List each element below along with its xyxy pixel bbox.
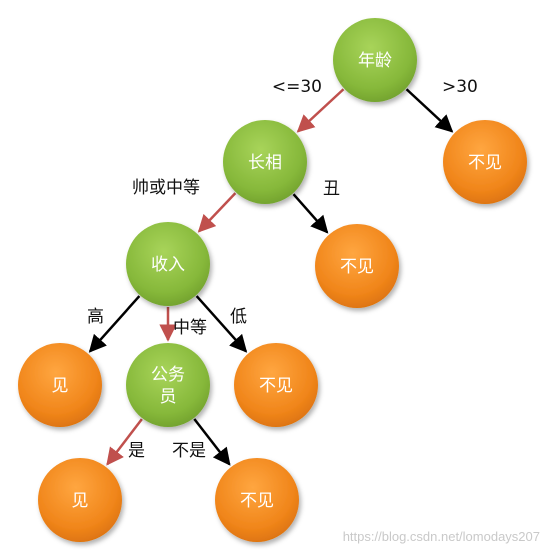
- node-label-yes_1: 见: [52, 376, 69, 396]
- edge-label-income-to-civil: 中等: [173, 318, 207, 338]
- node-circle-no_1: [443, 120, 527, 204]
- edge-label-income-to-yes_1: 高: [87, 307, 104, 327]
- edge-label-looks-to-income: 帅或中等: [132, 178, 200, 198]
- node-label-no_4: 不见: [240, 491, 274, 511]
- node-circle-civil: [126, 343, 210, 427]
- node-label-yes_2: 见: [72, 491, 89, 511]
- node-circle-no_2: [315, 224, 399, 308]
- edge-looks-to-income: [197, 192, 237, 233]
- leaf-node-no_1: 不见: [443, 120, 527, 204]
- node-label-age: 年龄: [358, 51, 392, 71]
- node-circle-age: [333, 18, 417, 102]
- node-circle-looks: [223, 120, 307, 204]
- edge-label-income-to-no_3: 低: [230, 307, 247, 327]
- watermark: https://blog.csdn.net/lomodays207: [342, 529, 540, 544]
- node-label-looks: 长相: [248, 153, 282, 173]
- node-label-income: 收入: [151, 255, 185, 275]
- edge-looks-to-no_2: [292, 193, 329, 234]
- decision-node-looks: 长相: [223, 120, 307, 204]
- edge-age-to-looks: [296, 88, 345, 133]
- node-label-civil-1: 员: [160, 387, 177, 407]
- edge-label-age-to-no_1: >30: [442, 77, 478, 97]
- edges-layer: [88, 88, 454, 466]
- edge-age-to-no_1: [405, 88, 454, 133]
- leaf-node-no_3: 不见: [234, 343, 318, 427]
- node-label-no_1: 不见: [468, 153, 502, 173]
- decision-node-income: 收入: [126, 222, 210, 306]
- leaf-node-no_4: 不见: [215, 458, 299, 542]
- node-circle-yes_2: [38, 458, 122, 542]
- leaf-node-yes_2: 见: [38, 458, 122, 542]
- edge-label-civil-to-no_4: 不是: [172, 441, 206, 461]
- edge-income-to-no_3: [195, 295, 248, 353]
- nodes-layer: 年龄不见长相不见收入见公务员不见见不见: [18, 18, 527, 542]
- decision-node-age: 年龄: [333, 18, 417, 102]
- node-label-no_3: 不见: [259, 376, 293, 396]
- edge-income-to-yes_1: [88, 295, 141, 353]
- node-circle-yes_1: [18, 343, 102, 427]
- node-label-civil-0: 公务: [151, 365, 185, 385]
- edge-label-age-to-looks: <=30: [272, 77, 322, 97]
- node-circle-no_3: [234, 343, 318, 427]
- leaf-node-no_2: 不见: [315, 224, 399, 308]
- node-label-no_2: 不见: [340, 257, 374, 277]
- node-circle-income: [126, 222, 210, 306]
- decision-node-civil: 公务员: [126, 343, 210, 427]
- leaf-node-yes_1: 见: [18, 343, 102, 427]
- edge-label-looks-to-no_2: 丑: [323, 179, 340, 199]
- node-circle-no_4: [215, 458, 299, 542]
- edge-civil-to-no_4: [193, 418, 231, 466]
- edge-label-civil-to-yes_2: 是: [128, 441, 145, 461]
- edge-civil-to-yes_2: [106, 418, 143, 466]
